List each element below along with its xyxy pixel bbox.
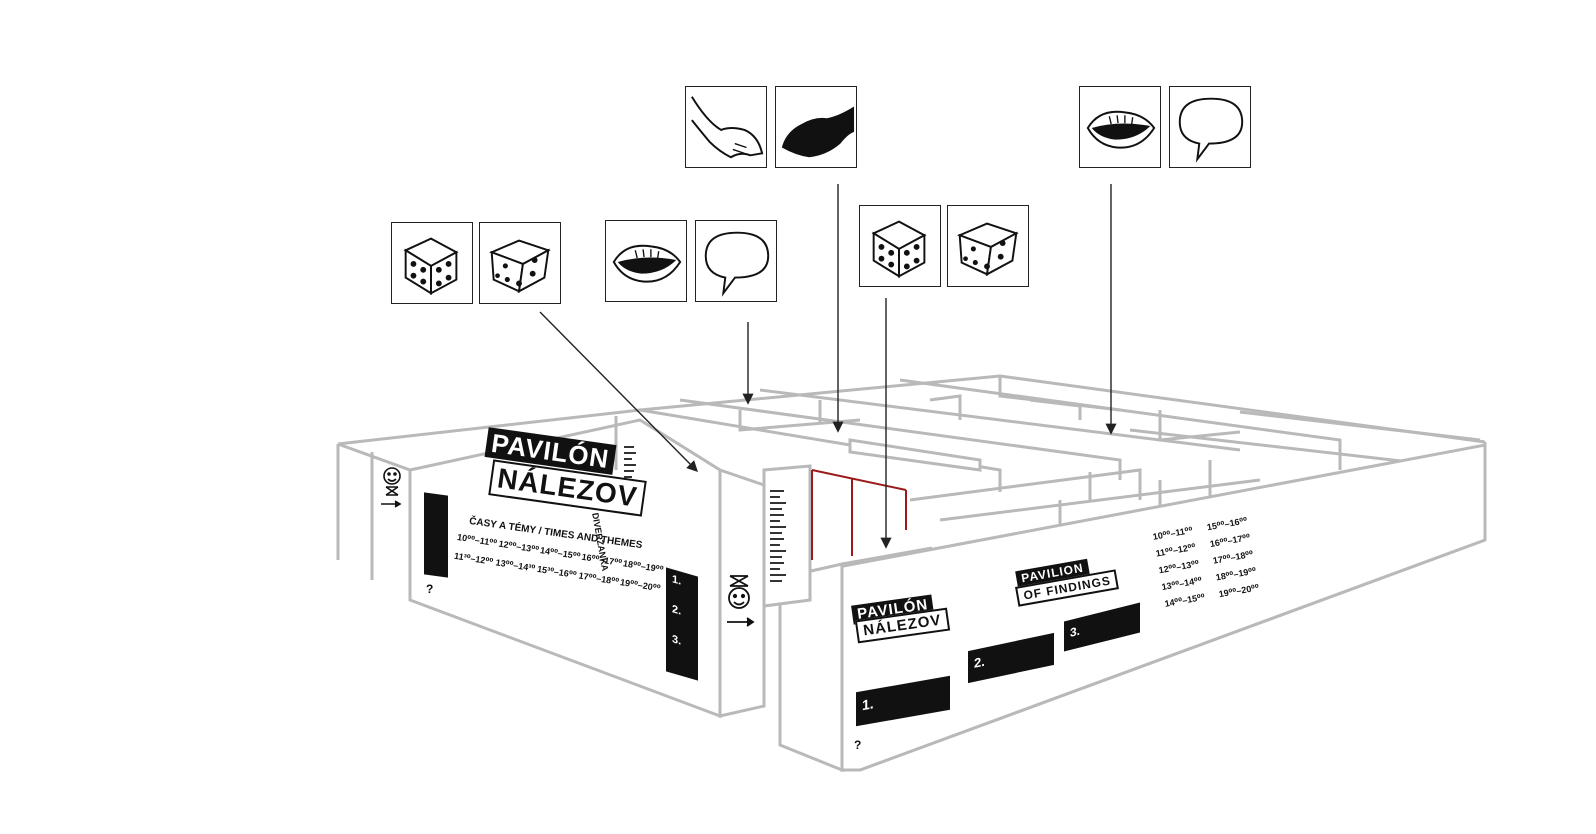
right-step-1: 1. bbox=[862, 695, 874, 714]
black-hand-icon bbox=[775, 86, 857, 168]
side-text-column bbox=[624, 446, 786, 582]
speech-bubble-icon bbox=[1169, 86, 1251, 168]
entrance-marker-right bbox=[727, 575, 755, 627]
left-info-column bbox=[424, 492, 448, 578]
left-question-mark: ? bbox=[426, 582, 434, 596]
entrance-marker-left bbox=[381, 467, 402, 508]
left-steps-box: 1. 2. 3. bbox=[666, 567, 698, 681]
mouth-icon bbox=[1079, 86, 1161, 168]
red-doorway bbox=[811, 469, 907, 560]
open-hand-icon bbox=[685, 86, 767, 168]
right-question-mark: ? bbox=[854, 738, 862, 752]
dice-three-icon bbox=[479, 222, 561, 304]
right-step-3: 3. bbox=[1070, 623, 1081, 640]
pointer-arrows bbox=[539, 184, 1117, 549]
dice-three-icon bbox=[947, 205, 1029, 287]
dice-four-icon bbox=[859, 205, 941, 287]
dice-four-icon bbox=[391, 222, 473, 304]
speech-bubble-icon bbox=[695, 220, 777, 302]
mouth-icon bbox=[605, 220, 687, 302]
right-step-2: 2. bbox=[974, 653, 985, 671]
